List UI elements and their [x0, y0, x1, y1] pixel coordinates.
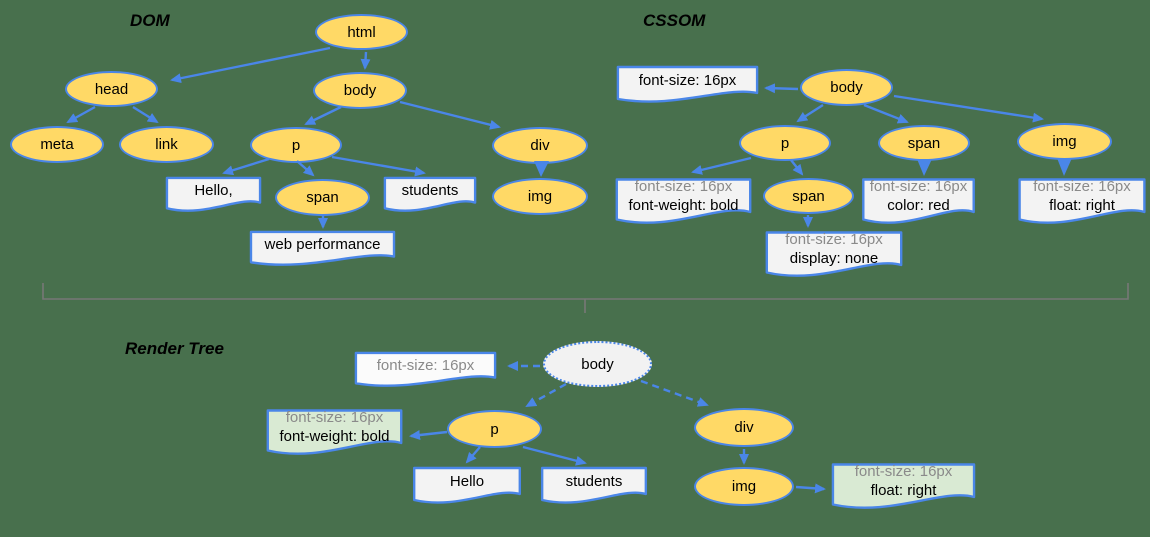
arrow-cssom-img-to-rule: [1057, 158, 1072, 176]
dom-node-p: p: [250, 127, 342, 163]
cssom-rule-span-child: font-size: 16px display: none: [764, 230, 904, 280]
dom-textnode-web-performance: web performance: [248, 230, 397, 268]
render-node-body: body: [543, 341, 652, 387]
arrow-p-to-span: [296, 160, 315, 177]
cssom-rule-span: font-size: 16px color: red: [861, 177, 976, 227]
arrow-html-to-body: [360, 51, 371, 70]
dom-node-link: link: [119, 126, 214, 163]
render-node-div: div: [694, 408, 794, 447]
arrow-cssom-span-to-rule: [917, 159, 932, 176]
render-textnode-students: students: [540, 466, 648, 506]
arrow-render-body-to-p: [525, 382, 567, 408]
render-node-p: p: [447, 410, 542, 448]
arrow-p-to-students: [331, 155, 426, 177]
render-section-title: Render Tree: [125, 339, 224, 358]
arrow-cssom-body-to-span: [863, 103, 909, 124]
dom-node-body: body: [313, 72, 407, 109]
dom-node-div: div: [492, 127, 588, 164]
dom-section-title: DOM: [130, 11, 170, 30]
arrow-render-img-to-rule: [795, 483, 826, 494]
arrow-render-p-to-students: [522, 445, 587, 466]
render-rule-img: font-size: 16px float: right: [830, 462, 977, 512]
cssom-rule-p: font-size: 16px font-weight: bold: [614, 177, 753, 227]
arrow-cssom-body-to-rule: [764, 83, 799, 94]
cssom-node-p: p: [739, 125, 831, 161]
arrow-head-to-link: [132, 105, 159, 124]
arrow-cssom-body-to-p: [796, 103, 824, 123]
cssom-node-img: img: [1017, 123, 1112, 160]
arrow-p-to-hello: [222, 157, 270, 176]
dom-node-html: html: [315, 14, 408, 50]
dom-node-meta: meta: [10, 126, 104, 163]
arrow-body-to-div: [399, 100, 501, 130]
dom-node-head: head: [65, 71, 158, 107]
arrow-render-p-to-rule: [409, 430, 448, 440]
render-textnode-hello: Hello: [412, 466, 522, 506]
cssom-rule-body: font-size: 16px: [615, 65, 760, 105]
cssom-node-span: span: [878, 125, 970, 161]
arrow-render-body-to-div: [640, 379, 709, 407]
render-rule-p: font-size: 16px font-weight: bold: [265, 408, 404, 458]
render-node-img: img: [694, 467, 794, 506]
bracket-dom-cssom: [42, 283, 1129, 300]
arrow-cssom-body-to-img: [893, 94, 1044, 123]
dom-node-img: img: [492, 178, 588, 215]
arrow-cssom-p-to-rule: [691, 156, 752, 175]
cssom-section-title: CSSOM: [643, 11, 706, 30]
arrow-html-to-head: [170, 46, 331, 84]
arrow-cssom-p-to-spanchild: [790, 159, 804, 176]
arrow-body-to-p: [304, 105, 342, 126]
arrow-head-to-meta: [66, 105, 96, 124]
cssom-node-body: body: [800, 69, 893, 106]
cssom-node-span-child: span: [763, 178, 854, 214]
arrow-render-p-to-hello: [465, 446, 481, 464]
cssom-rule-img: font-size: 16px float: right: [1017, 177, 1147, 227]
render-rule-body: font-size: 16px: [353, 351, 498, 389]
dom-textnode-hello: Hello,: [165, 176, 262, 214]
dom-node-span: span: [275, 179, 370, 216]
dom-textnode-students: students: [383, 176, 477, 214]
